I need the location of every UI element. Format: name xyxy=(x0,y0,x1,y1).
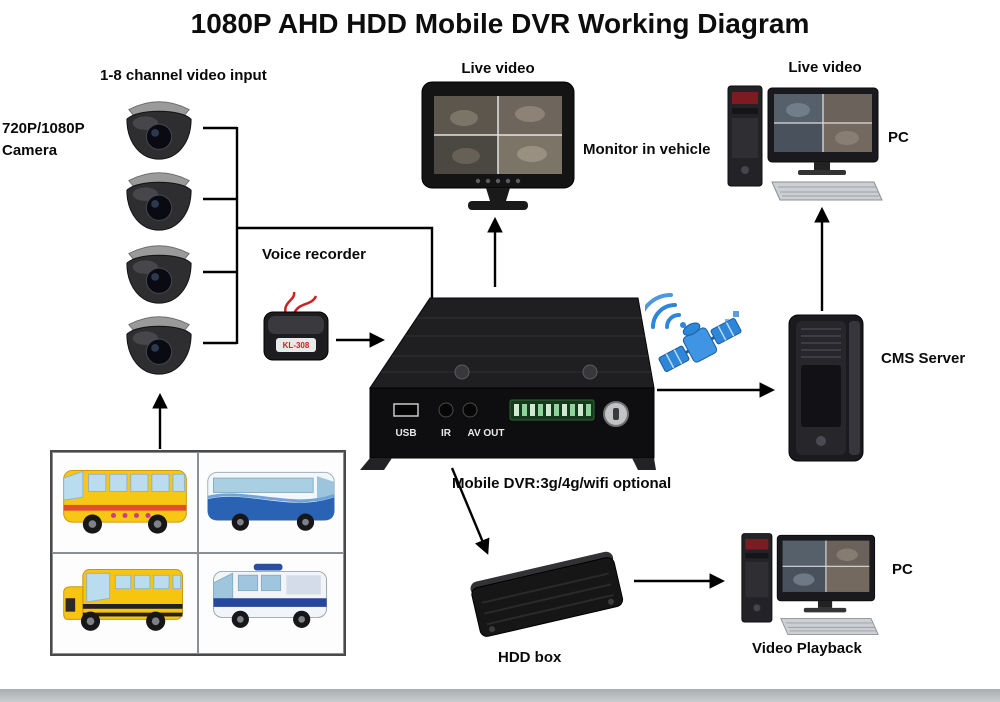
pc-tower xyxy=(741,533,773,623)
dvr-top-face xyxy=(369,297,655,389)
dvr-top-screw-left xyxy=(454,364,470,380)
dvr-ir-jack xyxy=(438,402,454,418)
dome-camera-4 xyxy=(116,307,202,379)
voice-recorder-graphic: KL-308 xyxy=(256,290,340,372)
dome-camera-2 xyxy=(116,163,202,235)
monitor-stand-base xyxy=(468,201,528,210)
hdd-grooves xyxy=(481,572,614,626)
channel-input-label: 1-8 channel video input xyxy=(100,67,267,84)
video-playback-label: Video Playback xyxy=(752,640,862,657)
hdd-box-label: HDD box xyxy=(498,649,562,666)
pc-top-label: PC xyxy=(888,129,909,146)
vehicle-gallery xyxy=(50,450,346,656)
cms-server-label: CMS Server xyxy=(881,350,966,367)
coach-bus-image xyxy=(198,452,344,553)
recorder-wires xyxy=(284,291,318,315)
dome-camera-icon xyxy=(126,245,192,304)
police-van-image xyxy=(198,553,344,654)
pc-bottom-label: PC xyxy=(892,561,913,578)
monitor-stand xyxy=(486,188,510,201)
arrow-dvr-to-hdd xyxy=(450,467,490,555)
dome-camera-icon xyxy=(126,172,192,231)
wifi-dot xyxy=(680,322,686,328)
dvr-bracket-left xyxy=(360,458,392,470)
footer-divider-bar xyxy=(0,689,1000,702)
monitor-buttons xyxy=(475,178,521,184)
cms-server-graphic xyxy=(783,313,869,463)
hdd-body xyxy=(471,557,624,637)
dvr-keyhole xyxy=(613,408,619,420)
monitor-in-vehicle-label: Monitor in vehicle xyxy=(583,141,711,158)
pc-tower xyxy=(727,85,763,187)
pc-live-graphic xyxy=(726,82,884,204)
dome-camera-3 xyxy=(116,236,202,308)
connector-cameras-to-dvr xyxy=(203,126,434,345)
recorder-model-text: KL-308 xyxy=(283,341,310,350)
recorder-top xyxy=(268,316,324,334)
wifi-signal-arcs xyxy=(645,293,681,329)
server-side-panel xyxy=(849,321,860,455)
live-video-pc-label: Live video xyxy=(788,59,862,76)
satellite-fragment xyxy=(733,311,739,317)
monitor-quad-screen xyxy=(434,96,562,174)
dome-camera-icon xyxy=(126,101,192,160)
pc-monitor xyxy=(767,87,879,175)
recorder-label-plate xyxy=(276,338,316,352)
dvr-bracket-right xyxy=(632,458,656,470)
dome-camera-icon xyxy=(126,316,192,375)
dvr-avout-text: AV OUT xyxy=(467,428,504,439)
pc-monitor xyxy=(776,534,876,613)
camera-type-label: 720P/1080P Camera xyxy=(2,120,85,159)
hdd-box-graphic xyxy=(460,538,635,646)
satellite-fragment xyxy=(725,319,729,323)
dvr-terminal-pins xyxy=(514,404,591,416)
dvr-top-ridges xyxy=(381,317,651,373)
school-bus-image xyxy=(52,553,198,654)
dvr-av-jack xyxy=(462,402,478,418)
live-video-monitor-label: Live video xyxy=(461,60,535,77)
mobile-dvr-graphic: USB IR AV OUT xyxy=(358,284,658,474)
dvr-usb-port xyxy=(393,403,419,417)
city-bus-image xyxy=(52,452,198,553)
mobile-dvr-caption: Mobile DVR:3g/4g/wifi optional xyxy=(452,475,672,492)
dome-camera-1 xyxy=(116,92,202,164)
diagram-title: 1080P AHD HDD Mobile DVR Working Diagram xyxy=(190,8,810,39)
server-logo xyxy=(816,436,826,446)
dvr-ir-text: IR xyxy=(441,428,452,439)
pc-keyboard xyxy=(780,618,879,635)
satellite-icon xyxy=(645,285,745,381)
pc-keyboard xyxy=(771,181,883,201)
dvr-top-screw-right xyxy=(582,364,598,380)
server-vents xyxy=(801,328,841,358)
voice-recorder-label: Voice recorder xyxy=(262,246,366,263)
satellite-body-group xyxy=(658,317,742,373)
server-door xyxy=(801,365,841,427)
vehicle-monitor-graphic xyxy=(420,80,576,214)
dvr-usb-text: USB xyxy=(395,428,416,439)
pc-playback-graphic xyxy=(731,530,889,638)
